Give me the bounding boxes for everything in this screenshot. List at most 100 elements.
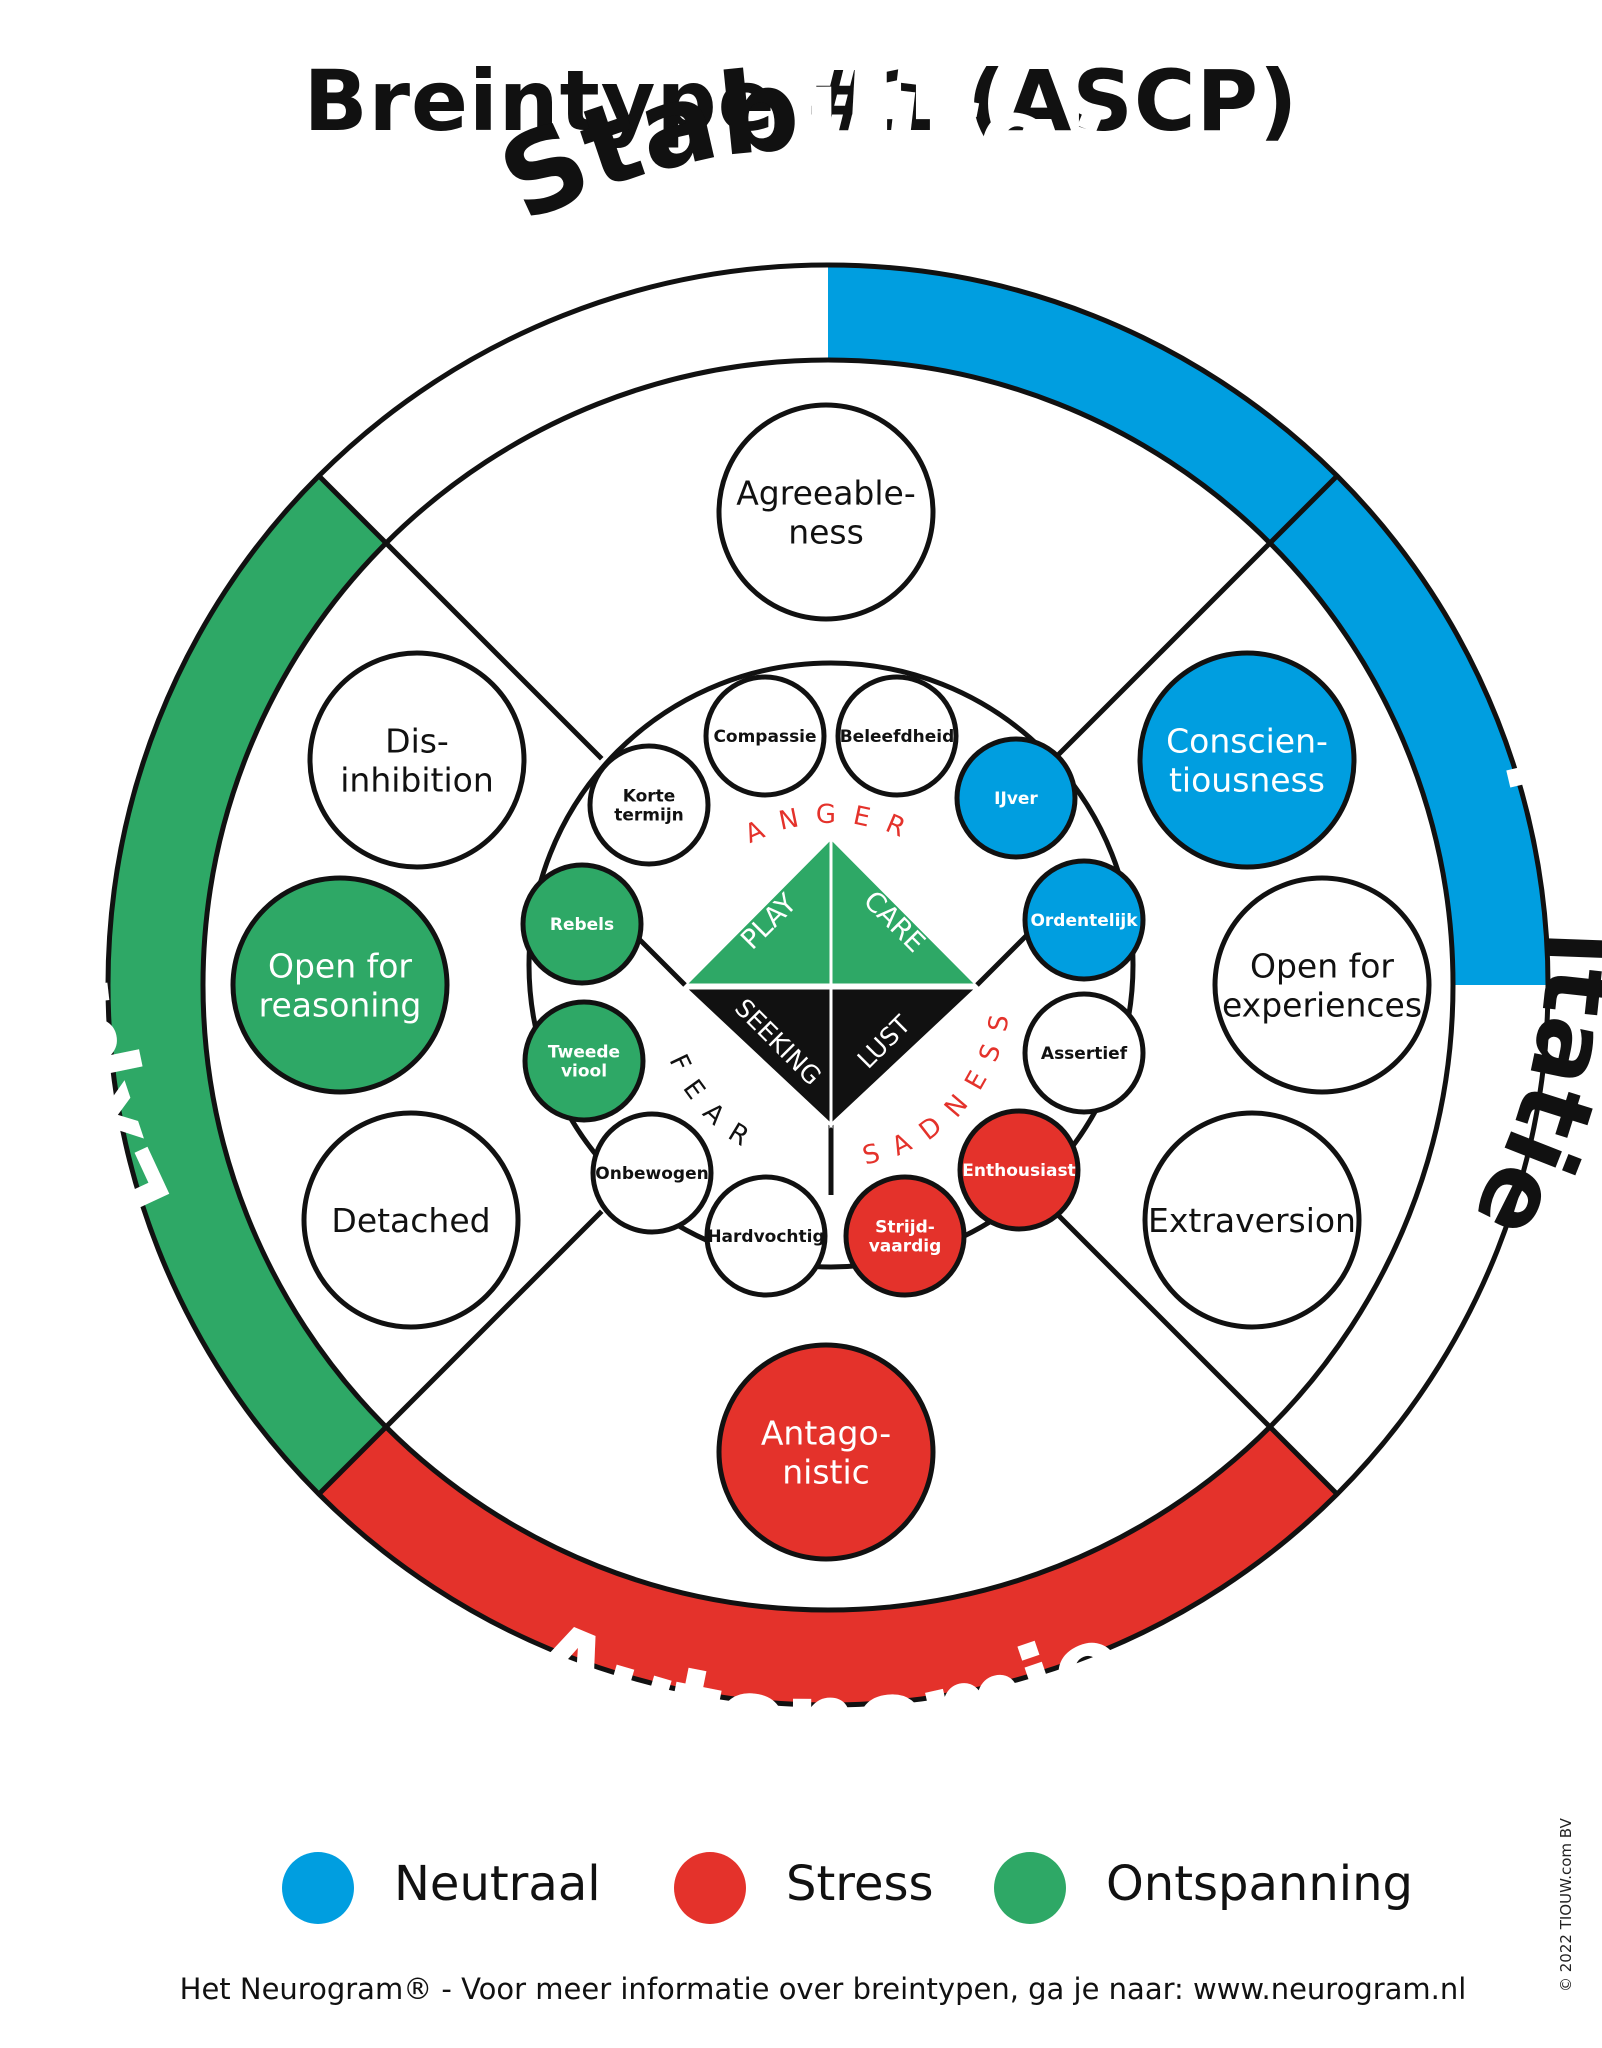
- footer-text: Het Neurogram® - Voor meer informatie ov…: [179, 1972, 1467, 2006]
- onbewogen-circle: [590, 1111, 714, 1235]
- extraversion-trait: Extraversion: [1142, 1110, 1362, 1330]
- extraversion-label: Extraversion: [1148, 1201, 1356, 1240]
- ring-divider: [317, 474, 388, 545]
- onbewogen-trait: Onbewogen: [590, 1111, 714, 1235]
- outer-ring-edge: [105, 262, 1551, 1708]
- enthousiast-circle: [957, 1108, 1081, 1232]
- ordentelijk-label: Ordentelijk: [1030, 911, 1138, 931]
- spoke-line: [384, 1209, 604, 1429]
- neutraal-dot: [282, 1852, 354, 1924]
- rebels-circle: [520, 862, 644, 986]
- ring-labels: Stabiliteit Autonomie Exploratie Exploit…: [11, 45, 1602, 1782]
- assertief-trait: Assertief: [1022, 991, 1146, 1115]
- outer-ring: [105, 262, 1551, 1708]
- open_reasoning-circle: [230, 875, 450, 1095]
- ordentelijk-trait: Ordentelijk: [1022, 858, 1146, 982]
- ijver-circle: [954, 736, 1078, 860]
- beleefdheid-label: Beleefdheid: [840, 727, 955, 747]
- compassie-label: Compassie: [713, 727, 816, 747]
- ordentelijk-circle: [1022, 858, 1146, 982]
- spoke-line: [1052, 1209, 1272, 1429]
- disinhibition-label: inhibition: [340, 760, 494, 799]
- care-segment: [829, 834, 981, 987]
- open_reasoning-label: Open for: [268, 946, 412, 985]
- ontspanning-dot: [994, 1852, 1066, 1924]
- agreeableness-label: Agreeable-: [736, 473, 916, 512]
- disinhibition-label: Dis-: [385, 721, 449, 760]
- detached-trait: Detached: [301, 1110, 521, 1330]
- antagonistic-label: Antago-: [761, 1413, 891, 1452]
- conscientiousness-label: Conscien-: [1166, 721, 1328, 760]
- assertief-label: Assertief: [1041, 1044, 1128, 1064]
- detached-label: Detached: [331, 1201, 490, 1240]
- ring-divider: [1268, 1425, 1339, 1496]
- ring-divider: [1268, 474, 1339, 545]
- disinhibition-circle: [307, 650, 527, 870]
- beleefdheid-trait: Beleefdheid: [835, 674, 959, 798]
- legend-label: Ontspanning: [1106, 1856, 1413, 1912]
- agreeableness-label: ness: [788, 512, 864, 551]
- strijdvaardig-label: vaardig: [869, 1237, 942, 1257]
- tweede_viool-circle: [522, 999, 646, 1123]
- inner-traits: Compassie BeleefdheidIJverOrdentelijkAsse…: [520, 674, 1146, 1298]
- ring-divider: [317, 1425, 388, 1496]
- open_experiences-label: experiences: [1222, 985, 1422, 1024]
- ijver-trait: IJver: [954, 736, 1078, 860]
- rebels-label: Rebels: [550, 915, 614, 935]
- open_experiences-circle: [1212, 875, 1432, 1095]
- disinhibition-trait: Dis-inhibition: [307, 650, 527, 870]
- spoke-line: [384, 541, 604, 761]
- enthousiast-label: Enthousiast: [962, 1161, 1075, 1181]
- conscientiousness-trait: Conscien-tiousness: [1137, 650, 1357, 870]
- open_reasoning-label: reasoning: [259, 985, 422, 1024]
- enthousiast-trait: Enthousiast: [957, 1108, 1081, 1232]
- tweede_viool-label: viool: [561, 1062, 607, 1082]
- autonomie-segment: [318, 1426, 1338, 1705]
- stress-dot: [674, 1852, 746, 1924]
- tweede_viool-label: Tweede: [548, 1043, 620, 1063]
- open_experiences-label: Open for: [1250, 946, 1394, 985]
- hardvochtig-trait: Hardvochtig: [704, 1174, 828, 1298]
- lust-segment: [829, 986, 981, 1129]
- antagonistic-trait: Antago-nistic: [716, 1342, 936, 1562]
- detached-circle: [301, 1110, 521, 1330]
- stabiliteit-label: Stabiliteit: [482, 45, 1173, 248]
- exploitatie-blue-segment: [1269, 475, 1548, 985]
- strijdvaardig-circle: [843, 1174, 967, 1298]
- legend: Neutraal Stress Ontspanning: [0, 1838, 1602, 1934]
- legend-label: Neutraal: [394, 1856, 601, 1912]
- ijver-label: IJver: [994, 789, 1038, 809]
- korte_termijn-label: Korte: [623, 787, 676, 807]
- onbewogen-label: Onbewogen: [595, 1164, 708, 1184]
- legend-label: Stress: [786, 1856, 934, 1912]
- antagonistic-circle: [716, 1342, 936, 1562]
- agreeableness-circle: [716, 402, 936, 622]
- hardvochtig-label: Hardvochtig: [707, 1227, 824, 1247]
- korte_termijn-label: termijn: [614, 806, 684, 826]
- copyright-text: © 2022 TIOUW.com BV: [1557, 1818, 1575, 1992]
- agreeableness-trait: Agreeable-ness: [716, 402, 936, 622]
- inner-ring-edge: [200, 357, 1456, 1613]
- strijdvaardig-trait: Strijd-vaardig: [843, 1174, 967, 1298]
- compassie-trait: Compassie: [703, 674, 827, 798]
- spoke-line: [1052, 541, 1272, 761]
- page-title: Breintype #1 (ASCP): [303, 52, 1299, 150]
- korte_termijn-circle: [587, 743, 711, 867]
- extraversion-circle: [1142, 1110, 1362, 1330]
- strijdvaardig-label: Strijd-: [875, 1218, 935, 1238]
- hardvochtig-circle: [704, 1174, 828, 1298]
- antagonistic-label: nistic: [782, 1452, 870, 1491]
- spokes: [384, 541, 1272, 1429]
- rebels-trait: Rebels: [520, 862, 644, 986]
- assertief-circle: [1022, 991, 1146, 1115]
- beleefdheid-circle: [835, 674, 959, 798]
- compassie-circle: [703, 674, 827, 798]
- exploratie-segment: [107, 475, 387, 1495]
- conscientiousness-label: tiousness: [1169, 760, 1325, 799]
